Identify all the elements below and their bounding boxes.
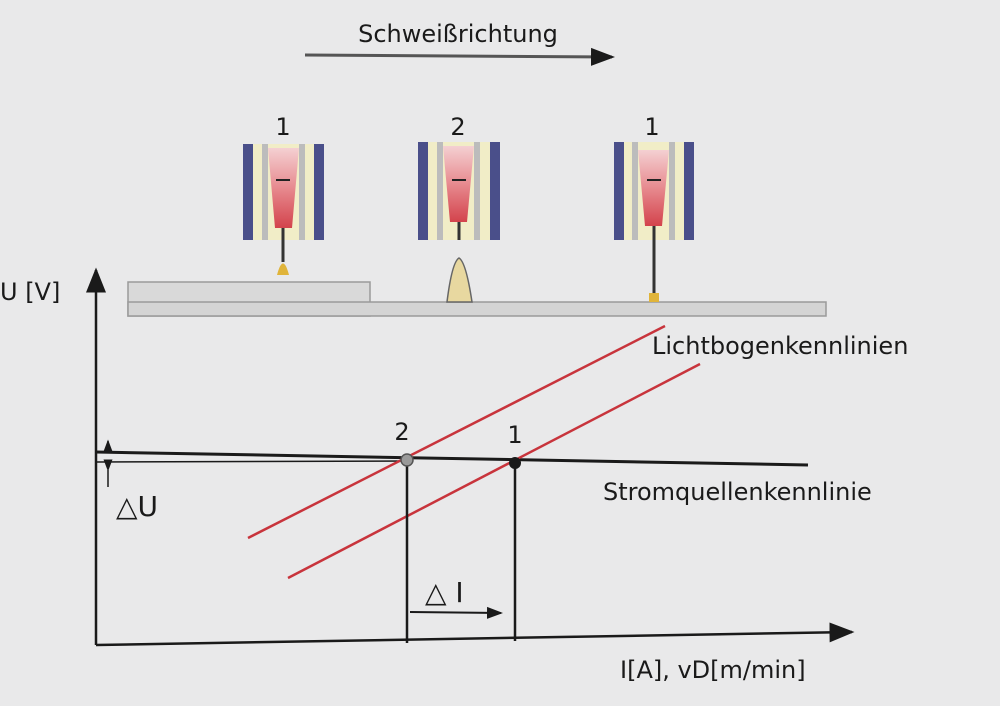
- torch-left-arc-droplet: [277, 263, 289, 275]
- torch-middle: 2: [418, 113, 500, 303]
- delta-u-label: △U: [116, 490, 158, 523]
- torch-right-nozzle-outer-right: [684, 142, 694, 240]
- torch-middle-contact-left: [437, 142, 443, 240]
- workpiece-base: [127, 301, 827, 317]
- x-axis-label: I[A], vD[m/min]: [620, 656, 806, 684]
- torch-left-nozzle-outer-left: [243, 144, 253, 240]
- point-1-label: 1: [507, 421, 522, 449]
- torch-middle-wire: [443, 146, 474, 222]
- operating-point-1: 1: [507, 421, 523, 641]
- arc-characteristic-line-2: [247, 324, 666, 540]
- delta-voltage-indicator: △U: [103, 439, 158, 523]
- torch-right-contact-right: [669, 142, 675, 240]
- power-source-characteristic-line: [95, 450, 809, 467]
- delta-i-arrow: [409, 606, 503, 619]
- y-axis-label: U [V]: [0, 278, 60, 306]
- torch-left-contact-left: [262, 144, 268, 240]
- welding-direction-title: Schweißrichtung: [358, 20, 558, 48]
- point-2-label: 2: [394, 418, 409, 446]
- point-1-marker: [509, 457, 521, 469]
- torch-right-label: 1: [644, 113, 659, 141]
- power-source-characteristic-label: Stromquellenkennlinie: [603, 478, 872, 506]
- torch-right-nozzle-outer-left: [614, 142, 624, 240]
- torch-right-contact-left: [632, 142, 638, 240]
- point-2-marker: [400, 453, 414, 467]
- power-source-reference-line: [95, 460, 409, 463]
- torch-middle-contact-right: [474, 142, 480, 240]
- welding-direction-arrow: [304, 47, 615, 66]
- torch-right-arc-droplet: [649, 293, 659, 302]
- torch-left-nozzle-outer-right: [314, 144, 324, 240]
- torch-left: 1: [243, 113, 324, 275]
- torch-middle-nozzle-outer-left: [418, 142, 428, 240]
- torch-right-wire: [638, 150, 669, 226]
- delta-i-label: △ I: [425, 576, 464, 609]
- torch-middle-nozzle-outer-right: [490, 142, 500, 240]
- torch-middle-label: 2: [450, 113, 465, 141]
- torch-left-label: 1: [275, 113, 290, 141]
- arc-characteristic-line-1: [287, 362, 701, 580]
- torch-left-contact-right: [299, 144, 305, 240]
- operating-point-2: 2: [394, 418, 414, 643]
- chart-axes: U [V] I[A], vD[m/min]: [0, 267, 855, 684]
- delta-current-indicator: △ I: [409, 576, 503, 619]
- arc-characteristic-label: Lichtbogenkennlinien: [652, 332, 908, 360]
- x-axis: [95, 622, 855, 647]
- workpiece: [127, 281, 827, 317]
- torch-left-wire: [268, 148, 299, 228]
- torch-right: 1: [614, 113, 694, 302]
- torch-middle-arc-droplet: [446, 257, 473, 303]
